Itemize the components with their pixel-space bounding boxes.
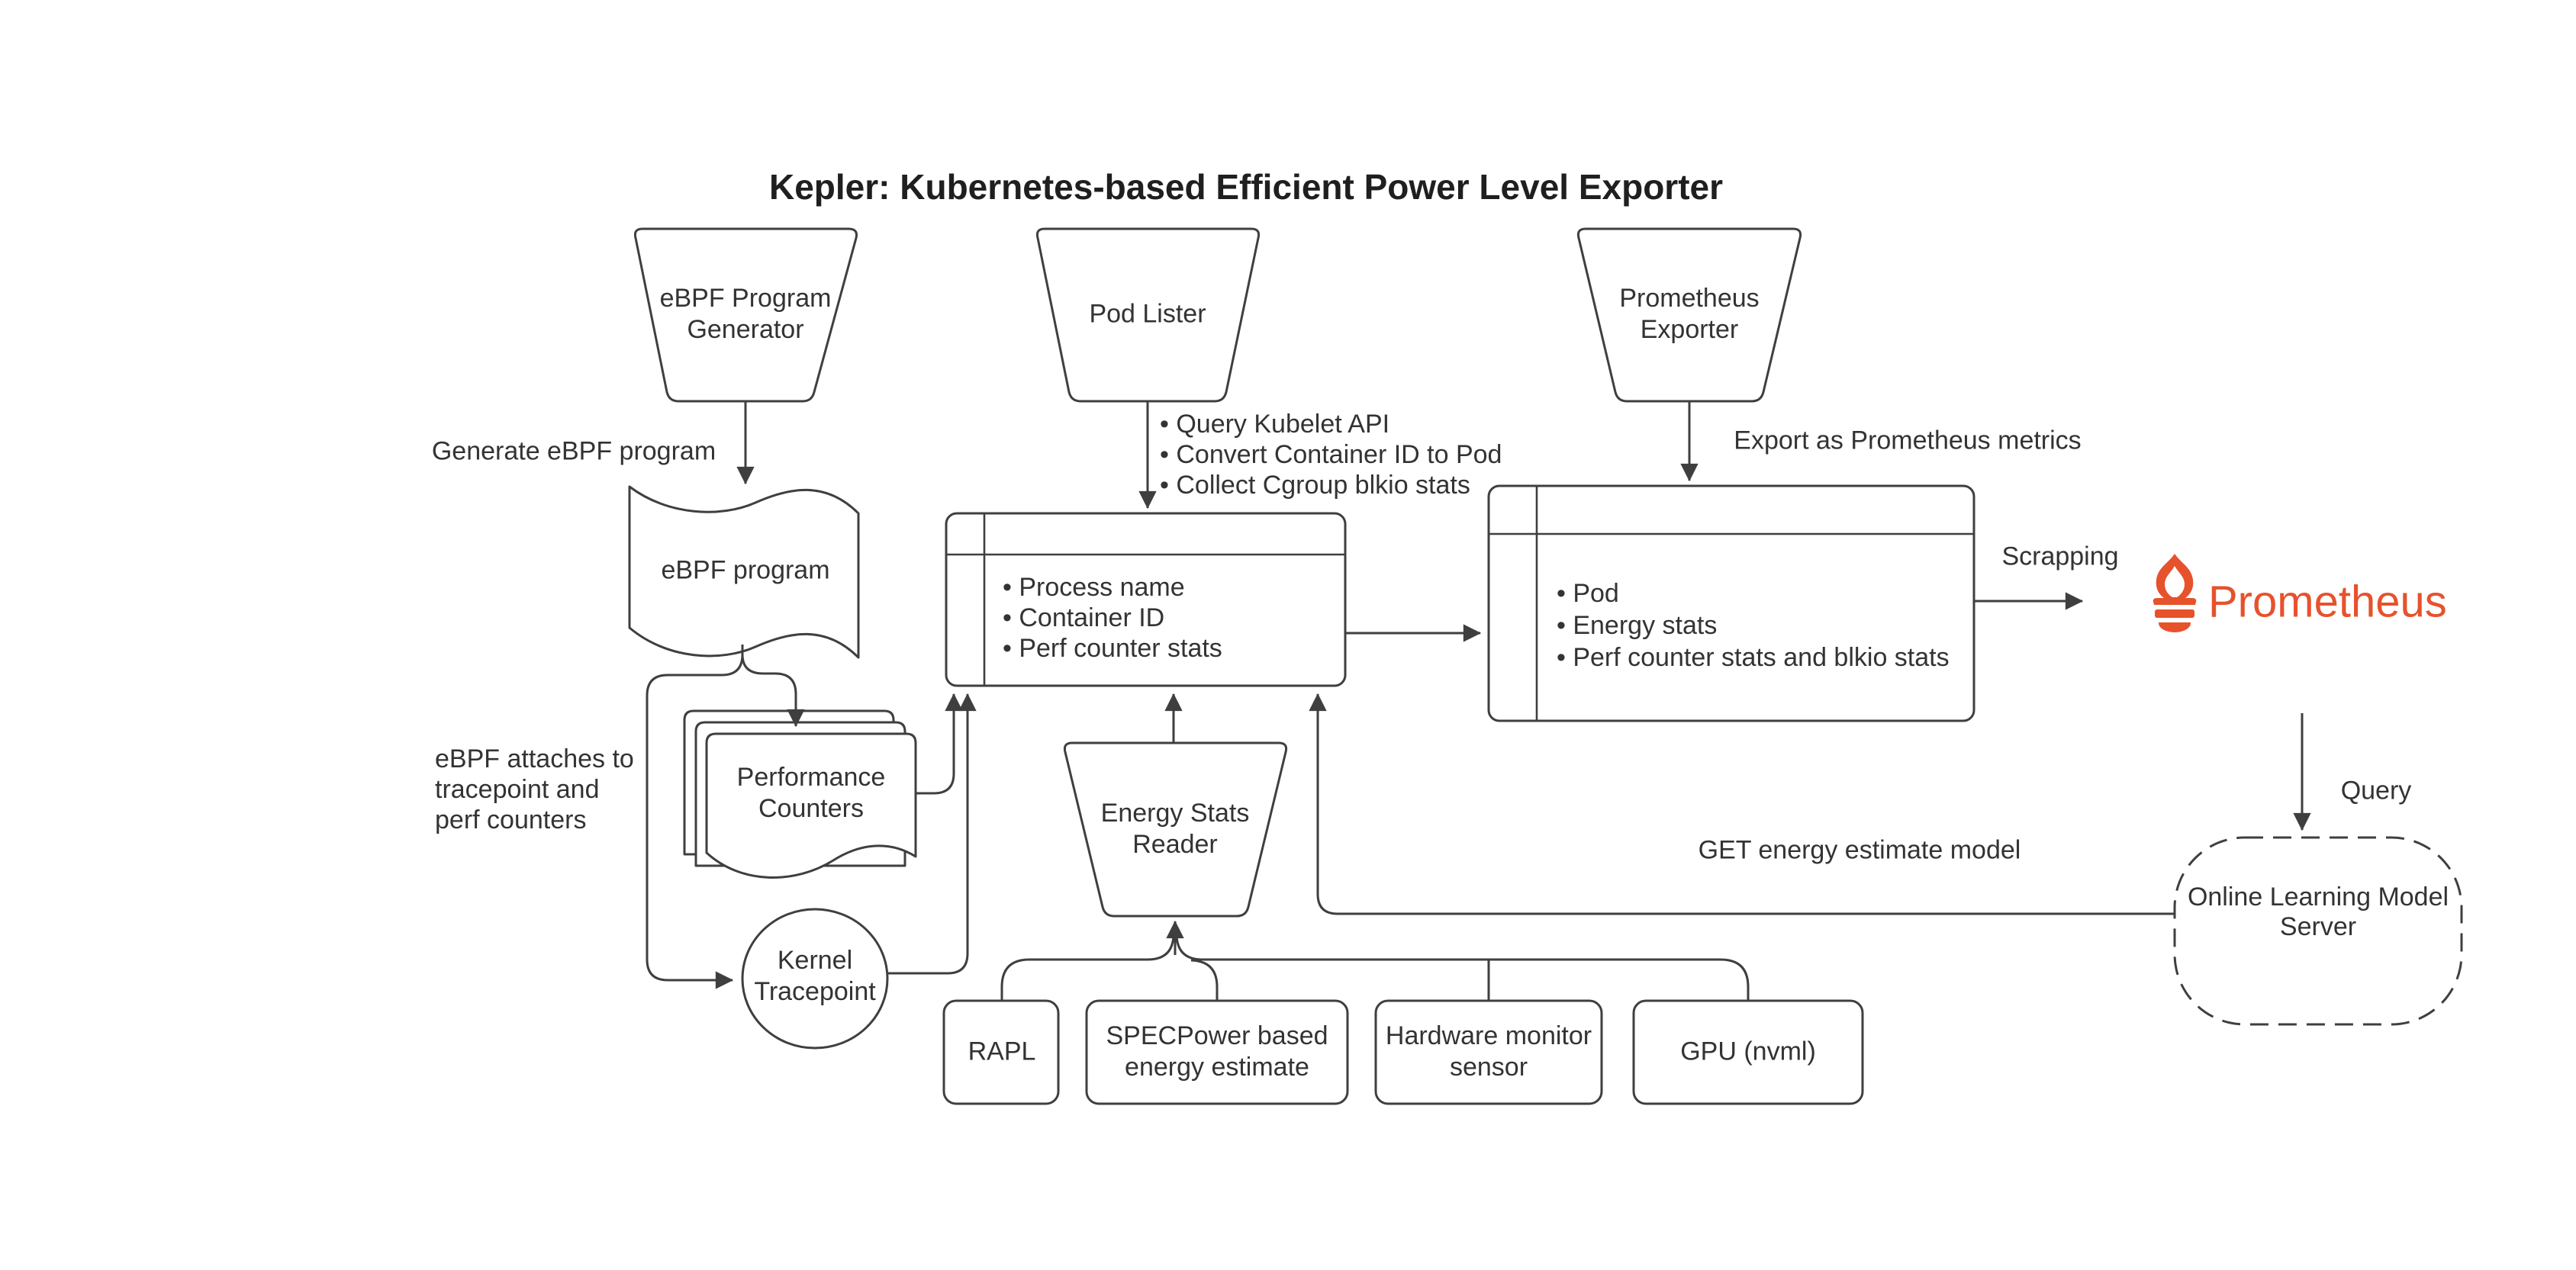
ebpf-program-label: eBPF program — [661, 555, 830, 585]
gpu-label: GPU (nvml) — [1680, 1037, 1816, 1066]
online-model-server-node — [2173, 836, 2463, 1026]
prometheus-exporter-node — [1576, 227, 1802, 403]
diagram-title: Kepler: Kubernetes-based Efficient Power… — [768, 167, 1724, 207]
process-store-node — [945, 512, 1347, 687]
pod-lister-node — [1035, 227, 1261, 403]
pod-store-node — [1487, 484, 1975, 722]
generate-ebpf-edge-label: Generate eBPF program — [431, 436, 716, 466]
pod-lister-label: Pod Lister — [1089, 299, 1206, 329]
pod-lister-notes: • Query Kubelet API • Convert Container … — [1160, 410, 1502, 500]
pod-store-items: • Pod • Energy stats • Perf counter stat… — [1557, 579, 1950, 672]
edge-kernel-tracepoint-to-store — [887, 693, 977, 975]
edge-rapl-to-reader — [1000, 926, 1175, 1001]
edge-ebpf-to-kernel-tracepoint — [646, 645, 744, 989]
prometheus-logo-icon — [2153, 554, 2197, 632]
energy-stats-reader-node — [1063, 741, 1288, 918]
performance-counters-node — [705, 732, 917, 879]
get-model-edge-label: GET energy estimate model — [1698, 835, 2021, 865]
prometheus-wordmark: Prometheus — [2208, 577, 2447, 627]
ebpf-program-generator-node — [633, 227, 858, 403]
edge-specpower-to-reader — [1190, 959, 1219, 1001]
ebpf-program-node — [628, 485, 860, 659]
scrapping-edge-label: Scrapping — [2001, 542, 2119, 571]
edge-ebpf-to-perf-counters — [741, 654, 805, 728]
edge-gpu-to-reader — [1175, 926, 1750, 1001]
query-edge-label: Query — [2340, 776, 2412, 805]
ebpf-attaches-edge-label: eBPF attaches to tracepoint and perf cou… — [435, 744, 634, 834]
edge-perf-counters-to-store — [916, 693, 963, 795]
export-metrics-edge-label: Export as Prometheus metrics — [1734, 426, 2082, 455]
kernel-tracepoint-node — [741, 908, 889, 1050]
edge-model-server-to-store — [1309, 693, 2175, 915]
process-store-items: • Process name • Container ID • Perf cou… — [1003, 573, 1222, 663]
rapl-label: RAPL — [968, 1037, 1036, 1066]
